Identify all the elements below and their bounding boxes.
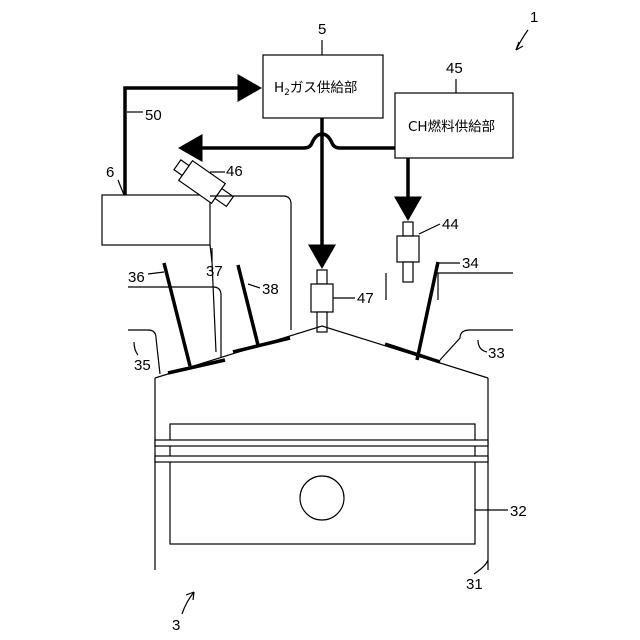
ref-35: 35 <box>134 357 151 374</box>
ref-36: 36 <box>128 269 145 286</box>
ref-33: 33 <box>488 345 505 362</box>
ref-5: 5 <box>318 21 326 38</box>
piston-32 <box>155 424 488 544</box>
unit-6-box <box>102 195 210 245</box>
injector-47-body <box>311 284 333 312</box>
ref-3: 3 <box>172 617 180 634</box>
ch-to-injector-46-line <box>185 134 395 148</box>
injector-44-body <box>397 236 419 262</box>
port-34-upper <box>438 273 513 300</box>
valve-34-head <box>385 344 440 362</box>
piston-pin <box>300 476 344 520</box>
ref-1: 1 <box>530 9 538 26</box>
ref-35-leader <box>134 342 138 355</box>
h2-supply-unit: H2ガス供給部 5 <box>263 21 383 118</box>
injector-47 <box>311 270 333 332</box>
ref-3-leader <box>182 592 194 614</box>
piston-ring-1 <box>155 440 488 446</box>
ref-31-leader <box>474 560 488 574</box>
ref-38: 38 <box>262 281 279 298</box>
ref-36-leader <box>148 272 164 274</box>
ref-33-leader <box>478 340 487 352</box>
ref-44-leader <box>419 224 440 234</box>
valve-38-stem <box>238 265 258 345</box>
injector-47-top <box>317 270 327 284</box>
injector-44-top <box>403 222 413 236</box>
ref-37: 37 <box>206 263 223 280</box>
injector-44 <box>397 222 419 282</box>
cylinder-head-roof <box>155 326 488 378</box>
ref-6-leader <box>118 180 124 195</box>
valve-34-stem <box>417 262 438 360</box>
ref-31: 31 <box>466 576 483 593</box>
ref-46: 46 <box>226 163 243 180</box>
ch-supply-unit: CH燃料供給部 45 <box>395 60 513 158</box>
ref-38-leader <box>248 284 260 288</box>
ref-45: 45 <box>446 60 463 77</box>
valve-36-stem <box>164 263 190 366</box>
ref-6: 6 <box>106 164 114 181</box>
ch-supply-label: CH燃料供給部 <box>408 118 495 135</box>
ref-50: 50 <box>145 107 162 124</box>
ref-44: 44 <box>442 216 459 233</box>
piston-ring-2 <box>155 456 488 462</box>
injector-47-nozzle <box>317 312 327 332</box>
ref-32: 32 <box>510 503 527 520</box>
intake-manifold-inner <box>210 245 216 352</box>
injector-44-nozzle <box>403 262 413 282</box>
ref-47: 47 <box>357 290 374 307</box>
ref-34: 34 <box>462 255 479 272</box>
